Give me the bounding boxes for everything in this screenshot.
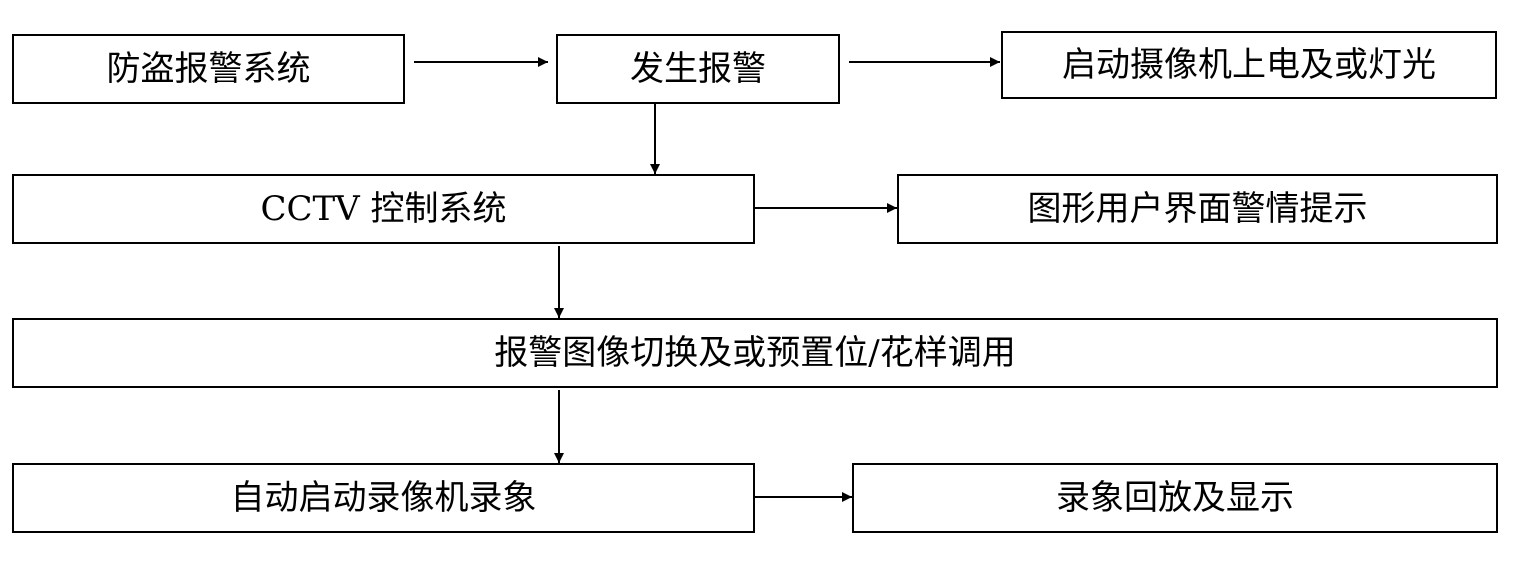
node-label: 启动摄像机上电及或灯光 — [1062, 45, 1436, 85]
node-label: CCTV 控制系统 — [260, 189, 507, 229]
node-label: 发生报警 — [630, 49, 766, 89]
node-label: 录象回放及显示 — [1056, 478, 1294, 518]
node-camera-power: 启动摄像机上电及或灯光 — [1001, 31, 1497, 99]
node-label: 自动启动录像机录象 — [230, 478, 537, 518]
node-alarm-triggered: 发生报警 — [556, 34, 840, 104]
node-gui-alert: 图形用户界面警情提示 — [897, 174, 1498, 244]
node-label: 报警图像切换及或预置位/花样调用 — [494, 333, 1016, 373]
node-label: 防盗报警系统 — [106, 49, 311, 89]
node-alarm-system: 防盗报警系统 — [12, 34, 405, 104]
node-auto-record: 自动启动录像机录象 — [12, 463, 755, 533]
node-cctv-control: CCTV 控制系统 — [12, 174, 755, 244]
node-label: 图形用户界面警情提示 — [1027, 189, 1368, 229]
node-image-switch: 报警图像切换及或预置位/花样调用 — [12, 318, 1498, 388]
node-playback: 录象回放及显示 — [852, 463, 1498, 533]
